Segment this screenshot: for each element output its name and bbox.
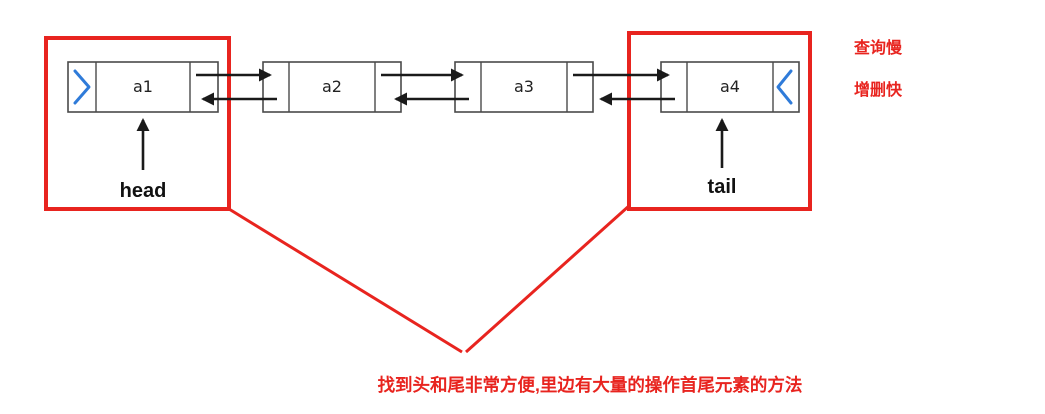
head-node-highlight-box xyxy=(44,36,231,211)
annotation-query-slow: 查询慢 xyxy=(854,38,903,57)
node-box xyxy=(660,61,800,113)
annotation-bottom-note: 找到头和尾非常方便,里边有大量的操作首尾元素的方法 xyxy=(378,375,803,395)
node-label: a3 xyxy=(514,77,534,96)
node-a4: a4 xyxy=(660,61,800,113)
node-box xyxy=(67,61,219,113)
node-a1: a1 xyxy=(67,61,219,113)
annotation-insert-delete-fast: 增删快 xyxy=(854,80,903,99)
node-a2: a2 xyxy=(262,61,402,113)
next-null-chevron-icon xyxy=(776,69,793,105)
prev-null-chevron-icon xyxy=(73,69,91,105)
node-box xyxy=(262,61,402,113)
tail-label: tail xyxy=(708,176,737,198)
node-box xyxy=(454,61,594,113)
callout-line-right xyxy=(464,203,632,354)
callout-line-left xyxy=(228,207,463,354)
node-a3: a3 xyxy=(454,61,594,113)
node-label: a1 xyxy=(133,77,153,96)
tail-node-highlight-box xyxy=(627,31,812,211)
node-label: a2 xyxy=(322,77,342,96)
head-label: head xyxy=(120,180,167,202)
node-label: a4 xyxy=(720,77,740,96)
